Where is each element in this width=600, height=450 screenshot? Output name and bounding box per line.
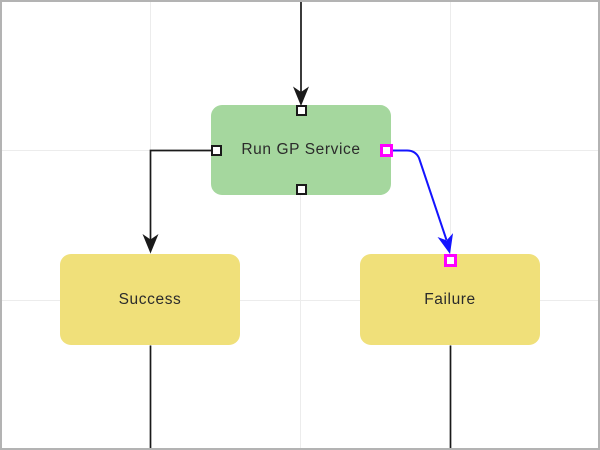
edge-run-gp-service-to-success[interactable]	[142, 149, 213, 254]
edge-top-into-run-gp-service[interactable]	[293, 0, 309, 106]
edge-run-gp-service-to-failure-selected[interactable]	[391, 149, 458, 256]
arrowhead-down-icon	[142, 234, 159, 254]
node-failure[interactable]: Failure	[360, 254, 540, 345]
port-run-gp-service-right-selected[interactable]	[379, 144, 393, 157]
arrowhead-down-icon	[293, 86, 309, 106]
port-run-gp-service-bottom[interactable]	[295, 184, 307, 195]
edge-wire[interactable]	[391, 149, 448, 241]
node-success-label: Success	[118, 290, 182, 308]
node-run-gp-service-label: Run GP Service	[241, 141, 361, 158]
port-run-gp-service-top[interactable]	[295, 105, 307, 116]
arrowhead-down-icon	[437, 233, 454, 254]
node-success[interactable]: Success	[60, 254, 240, 345]
node-failure-label: Failure	[424, 290, 476, 308]
edge-wire[interactable]	[149, 149, 213, 241]
port-run-gp-service-left[interactable]	[210, 145, 222, 156]
node-run-gp-service[interactable]: Run GP Service	[211, 105, 391, 195]
port-failure-top-selected[interactable]	[443, 254, 457, 267]
